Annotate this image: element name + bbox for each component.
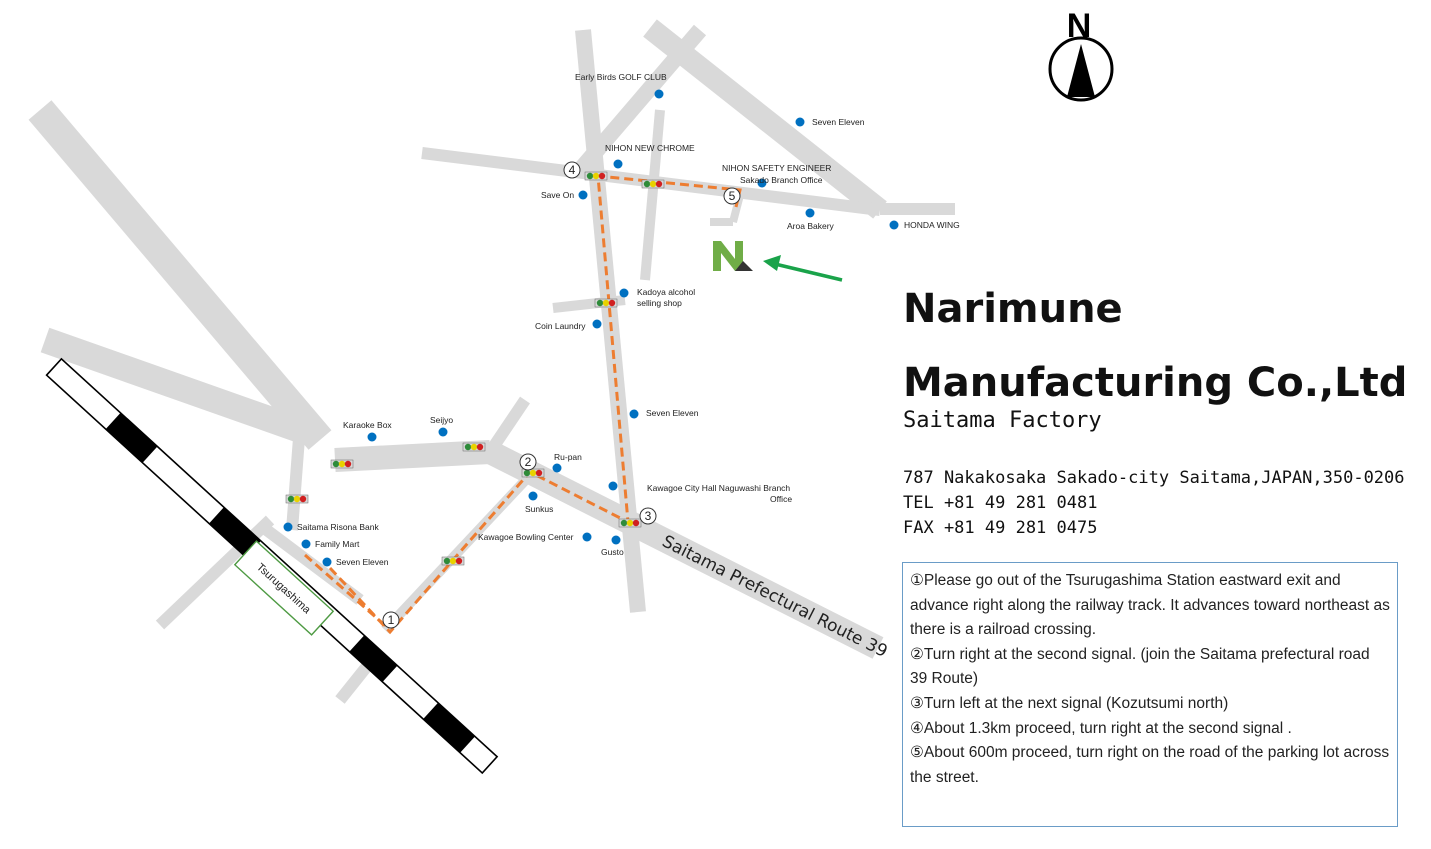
traffic-signal-icon (641, 179, 665, 189)
road-west-wide (40, 327, 305, 443)
landmark-markers (283, 89, 899, 567)
label-aroa-bakery: Aroa Bakery (787, 221, 835, 231)
road-northeast-diagonal (643, 19, 887, 219)
step-marker-3: 3 (639, 507, 657, 525)
step-marker-5: 5 (723, 187, 741, 205)
traffic-signal-icon (330, 459, 354, 469)
road-center-east-west (334, 440, 491, 472)
traffic-signals (285, 171, 665, 566)
route-path (328, 174, 742, 635)
step-markers: 1 2 3 4 5 (382, 161, 741, 629)
company-name-line1: Narimune (903, 286, 1123, 332)
landmark-marker-icon (608, 481, 618, 491)
step-number: 1 (388, 613, 395, 627)
company-logo-icon (713, 241, 753, 271)
label-seijyo: Seijyo (430, 415, 453, 425)
label-seven-eleven: Seven Eleven (336, 557, 389, 567)
landmark-marker-icon (805, 208, 815, 218)
label-city-hall-office: Office (770, 494, 792, 504)
landmark-marker-icon (795, 117, 805, 127)
traffic-signal-icon (594, 298, 618, 308)
label-sunkus: Sunkus (525, 504, 553, 514)
landmark-marker-icon (367, 432, 377, 442)
label-city-hall: Kawagoe City Hall Naguwashi Branch (647, 483, 790, 493)
company-name: Narimune Manufacturing Co.,Ltd (903, 272, 1407, 420)
arrow-icon (763, 255, 843, 282)
road-diagonal-west (28, 100, 332, 450)
landmark-marker-icon (322, 557, 332, 567)
landmark-marker-icon (757, 178, 767, 188)
label-seven-eleven: Seven Eleven (812, 117, 865, 127)
label-kawagoe-bowling: Kawagoe Bowling Center (478, 532, 574, 542)
direction-step-2: ②Turn right at the second signal. (join … (910, 645, 1370, 688)
station-tsurugashima: Tsurugashima (233, 540, 335, 636)
label-kadoya-shop: selling shop (637, 298, 682, 308)
label-ru-pan: Ru-pan (554, 452, 582, 462)
label-nihon-new-chrome: NIHON NEW CHROME (605, 143, 695, 153)
label-gusto: Gusto (601, 547, 624, 557)
phone: TEL +81 49 281 0481 (903, 493, 1098, 513)
label-family-mart: Family Mart (315, 539, 360, 549)
address: 787 Nakakosaka Sakado-city Saitama,JAPAN… (903, 468, 1405, 488)
label-save-on: Save On (541, 190, 574, 200)
road-label: Saitama Prefectural Route 39 (659, 532, 891, 662)
traffic-signal-icon (584, 171, 608, 181)
landmark-marker-icon (582, 532, 592, 542)
step-marker-4: 4 (563, 161, 581, 179)
landmark-labels: Early Birds GOLF CLUB Seven Eleven NIHON… (297, 72, 960, 567)
label-nihon-safety: NIHON SAFETY ENGINEER (722, 163, 831, 173)
traffic-signal-icon (462, 442, 486, 452)
direction-step-3: ③Turn left at the next signal (Kozutsumi… (910, 694, 1229, 712)
fax: FAX +81 49 281 0475 (903, 518, 1098, 538)
direction-step-1: ①Please go out of the Tsurugashima Stati… (910, 572, 1390, 639)
label-honda-wing: HONDA WING (904, 220, 960, 230)
roads (28, 19, 955, 704)
landmark-marker-icon (578, 190, 588, 200)
directions-box: ①Please go out of the Tsurugashima Stati… (902, 562, 1398, 827)
factory-name: Saitama Factory (903, 408, 1102, 433)
step-marker-2: 2 (519, 453, 537, 471)
traffic-signal-icon (618, 518, 642, 528)
road-side-north (640, 109, 665, 281)
traffic-signal-icon (285, 494, 309, 504)
landmark-marker-icon (592, 319, 602, 329)
direction-step-5: ⑤About 600m proceed, turn right on the r… (910, 744, 1390, 786)
landmark-marker-icon (629, 409, 639, 419)
landmark-marker-icon (619, 288, 629, 298)
landmark-marker-icon (528, 491, 538, 501)
landmark-marker-icon (301, 539, 311, 549)
label-karaoke-box: Karaoke Box (343, 420, 392, 430)
step-number: 2 (525, 455, 532, 469)
traffic-signal-icon (521, 468, 545, 478)
step-number: 4 (569, 163, 576, 177)
road-west-vertical (286, 424, 306, 531)
landmark-marker-icon (552, 463, 562, 473)
landmark-marker-icon (889, 220, 899, 230)
label-seven-eleven: Seven Eleven (646, 408, 699, 418)
company-name-line2: Manufacturing Co.,Ltd (903, 360, 1408, 406)
contact-info: 787 Nakakosaka Sakado-city Saitama,JAPAN… (903, 466, 1405, 541)
landmark-marker-icon (613, 159, 623, 169)
traffic-signal-icon (441, 556, 465, 566)
route-path-station-link (304, 553, 389, 630)
label-kadoya: Kadoya alcohol (637, 287, 695, 297)
label-coin-laundry: Coin Laundry (535, 321, 586, 331)
landmark-marker-icon (654, 89, 664, 99)
step-number: 3 (645, 509, 652, 523)
landmark-marker-icon (438, 427, 448, 437)
landmark-marker-icon (283, 522, 293, 532)
label-early-birds: Early Birds GOLF CLUB (575, 72, 667, 82)
label-nihon-safety-branch: Sakado Branch Office (740, 175, 823, 185)
step-number: 5 (729, 189, 736, 203)
label-saitama-risona: Saitama Risona Bank (297, 522, 379, 532)
step-marker-1: 1 (382, 611, 400, 629)
direction-step-4: ④About 1.3km proceed, turn right at the … (910, 719, 1292, 737)
landmark-marker-icon (611, 535, 621, 545)
north-arrow-icon: N (1048, 7, 1114, 102)
